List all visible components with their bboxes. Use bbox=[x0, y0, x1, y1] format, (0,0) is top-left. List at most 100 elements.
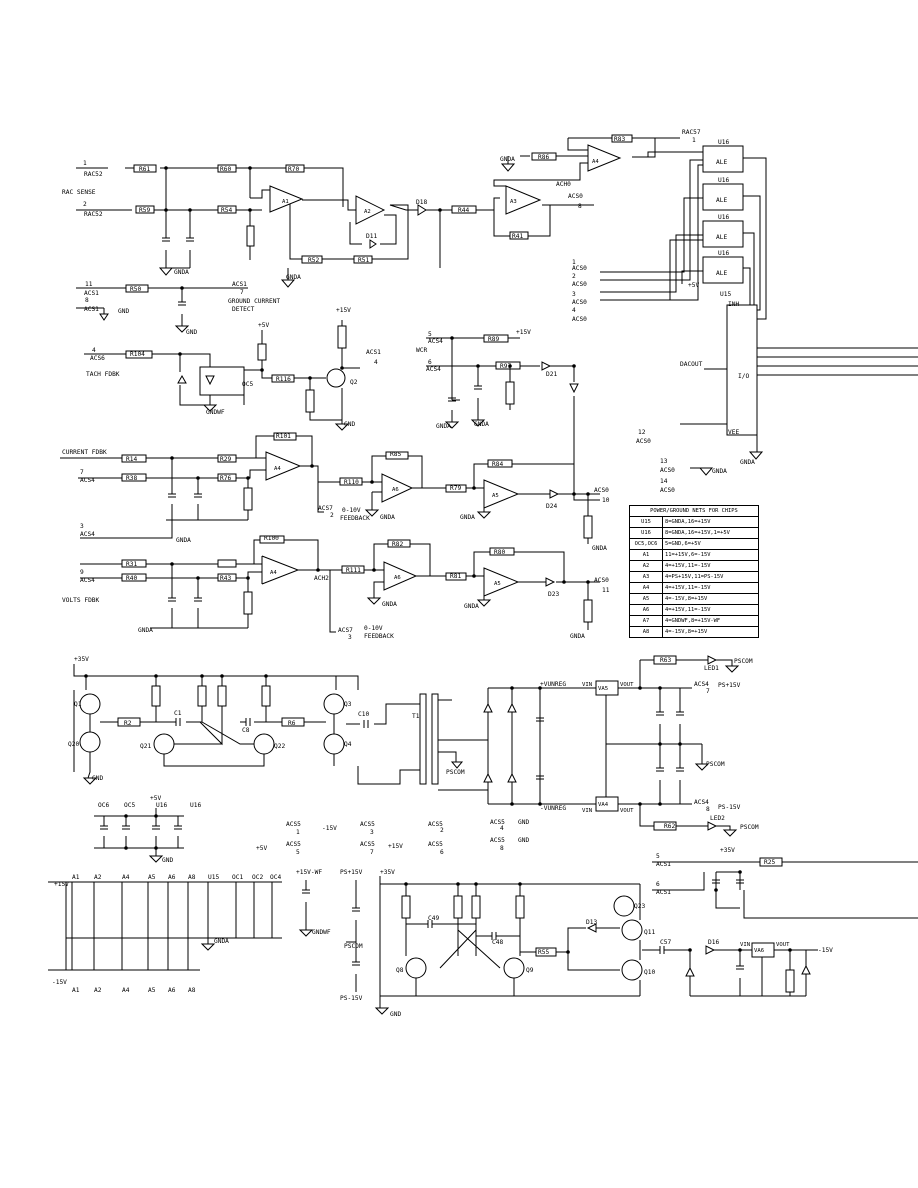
conn-rac57-1: RAC57 bbox=[682, 129, 701, 136]
label-r110: R110 bbox=[344, 479, 359, 486]
label-r50: R50 bbox=[130, 286, 141, 293]
net-pscom-led1: PSCOM bbox=[734, 658, 753, 665]
label-q2: Q2 bbox=[350, 379, 358, 386]
label-a5-cur: A5 bbox=[492, 493, 499, 499]
decouple-r1-5: A8 bbox=[188, 874, 196, 881]
resistor-r56 bbox=[257, 343, 267, 361]
transistor-q10 bbox=[621, 959, 643, 981]
pin-acs0-12: 12 bbox=[638, 429, 646, 436]
label-d24: D24 bbox=[546, 503, 557, 510]
net-p35v-osc: +35V bbox=[74, 656, 89, 663]
net-vunreg-p: +VUNREG bbox=[540, 681, 566, 688]
net-p5v-decouple: +5V bbox=[150, 795, 161, 802]
label-r60: R60 bbox=[220, 166, 231, 173]
label-r40: R40 bbox=[126, 575, 137, 582]
resistor-r36 bbox=[217, 559, 237, 568]
decouple-r2-0: A1 bbox=[72, 987, 80, 994]
conn-acs7-2: ACS7 bbox=[318, 505, 333, 512]
resistor-r52 bbox=[301, 255, 323, 264]
label-feedback-b: FEEDBACK bbox=[364, 633, 394, 640]
pin-acs0-8: 8 bbox=[578, 203, 582, 210]
net-gnda-a6v: GNDA bbox=[382, 601, 397, 608]
resistor-r44 bbox=[451, 205, 477, 214]
table-cell-chip: A3 bbox=[629, 571, 663, 583]
net-gnd-acs5-8: GND bbox=[518, 837, 529, 844]
resistor-r2 bbox=[117, 717, 141, 727]
net-gnd-acs1: GND bbox=[118, 308, 129, 315]
net-gnd-decouple: GND bbox=[162, 857, 173, 864]
net-vunreg-m: -VUNREG bbox=[540, 805, 566, 812]
label-r25: R25 bbox=[764, 859, 775, 866]
diode-d13 bbox=[586, 923, 597, 933]
pin-rac52-2: 2 bbox=[83, 201, 87, 208]
net-p5v-u16: +5V bbox=[688, 282, 699, 289]
conn-acs5-5: ACS5 bbox=[286, 841, 301, 848]
conn-acs0-8: ACS0 bbox=[568, 193, 583, 200]
pin-acs4-6: 6 bbox=[428, 359, 432, 366]
label-vee: VEE bbox=[728, 429, 739, 436]
resistor-r79 bbox=[445, 484, 467, 493]
label-u16-a: U16 bbox=[718, 139, 729, 146]
label-r31: R31 bbox=[126, 561, 137, 568]
pin-acs0-r1: 1 bbox=[572, 259, 576, 266]
net-ps-p15v-c28: PS+15V bbox=[340, 869, 363, 876]
label-vin-va5: VIN bbox=[582, 682, 592, 688]
label-a4-cur: A4 bbox=[274, 466, 281, 472]
table-cell-nets: 4=-15V,8=+15V bbox=[662, 593, 759, 605]
tach-ground-section bbox=[76, 284, 360, 431]
pin-acs4-ps15: 7 bbox=[706, 688, 710, 695]
pin-acs4-5: 5 bbox=[428, 331, 432, 338]
table-cell-chip: A7 bbox=[629, 615, 663, 627]
label-r97: R97 bbox=[500, 363, 511, 370]
net-p15v-acs5: +15V bbox=[388, 843, 403, 850]
conn-acs0-12: ACS0 bbox=[636, 438, 651, 445]
resistor-r97 bbox=[495, 361, 521, 370]
label-a4-volt: A4 bbox=[270, 570, 277, 576]
resistor-r78 bbox=[785, 969, 795, 993]
label-vout-va4: VOUT bbox=[620, 808, 634, 814]
label-0-10v-b: 0-10V bbox=[364, 625, 383, 632]
opamp-a6 bbox=[381, 473, 414, 503]
power-table-title: POWER/GROUND NETS FOR CHIPS bbox=[629, 505, 759, 517]
table-cell-chip: U16 bbox=[629, 527, 663, 539]
decouple-r2-5: A8 bbox=[188, 987, 196, 994]
resistor-r40 bbox=[121, 573, 147, 582]
label-c48: C48 bbox=[492, 939, 503, 946]
conn-acs1-7: ACS1 bbox=[232, 281, 247, 288]
label-a6-volt: A6 bbox=[394, 575, 401, 581]
decouple-r1-9: OC4 bbox=[270, 874, 281, 881]
pin-rac52-1: 1 bbox=[83, 160, 87, 167]
conn-acs5-7: ACS5 bbox=[360, 841, 375, 848]
pin-acs7-3: 3 bbox=[348, 634, 352, 641]
pin-acs0-11: 11 bbox=[602, 587, 610, 594]
decouple-r1-6: U15 bbox=[208, 874, 219, 881]
resistor-r81 bbox=[445, 572, 467, 581]
table-cell-chip: A2 bbox=[629, 560, 663, 572]
label-r61: R61 bbox=[139, 166, 150, 173]
label-vin-va4: VIN bbox=[582, 808, 592, 814]
net-gnda-volt: GNDA bbox=[138, 627, 153, 634]
net-m15v-va6: -15V bbox=[818, 947, 833, 954]
decouple-r1-0: A1 bbox=[72, 874, 80, 881]
net-gnd-q2: GND bbox=[344, 421, 355, 428]
transformer-t1-sec bbox=[431, 693, 439, 785]
transistor-q9 bbox=[503, 957, 525, 979]
label-va4: VA4 bbox=[598, 802, 609, 808]
conn-acs5-3: ACS5 bbox=[360, 821, 375, 828]
label-q1: Q1 bbox=[74, 701, 82, 708]
label-io: I/O bbox=[738, 373, 749, 380]
decouple-top-1: OC5 bbox=[124, 802, 135, 809]
diode-d2 bbox=[507, 702, 517, 713]
diode-d11 bbox=[369, 239, 377, 249]
label-q23: Q23 bbox=[634, 903, 645, 910]
label-r81: R81 bbox=[450, 573, 461, 580]
pin-acs1-5: 5 bbox=[656, 853, 660, 860]
resistor-r83 bbox=[611, 134, 633, 143]
net-pscom-led2: PSCOM bbox=[740, 824, 759, 831]
pin-acs0-r2: 2 bbox=[572, 273, 576, 280]
pin-acs7-2: 2 bbox=[330, 512, 334, 519]
conn-acs4-6: ACS4 bbox=[426, 366, 441, 373]
pin-acs0-14: 14 bbox=[660, 478, 668, 485]
